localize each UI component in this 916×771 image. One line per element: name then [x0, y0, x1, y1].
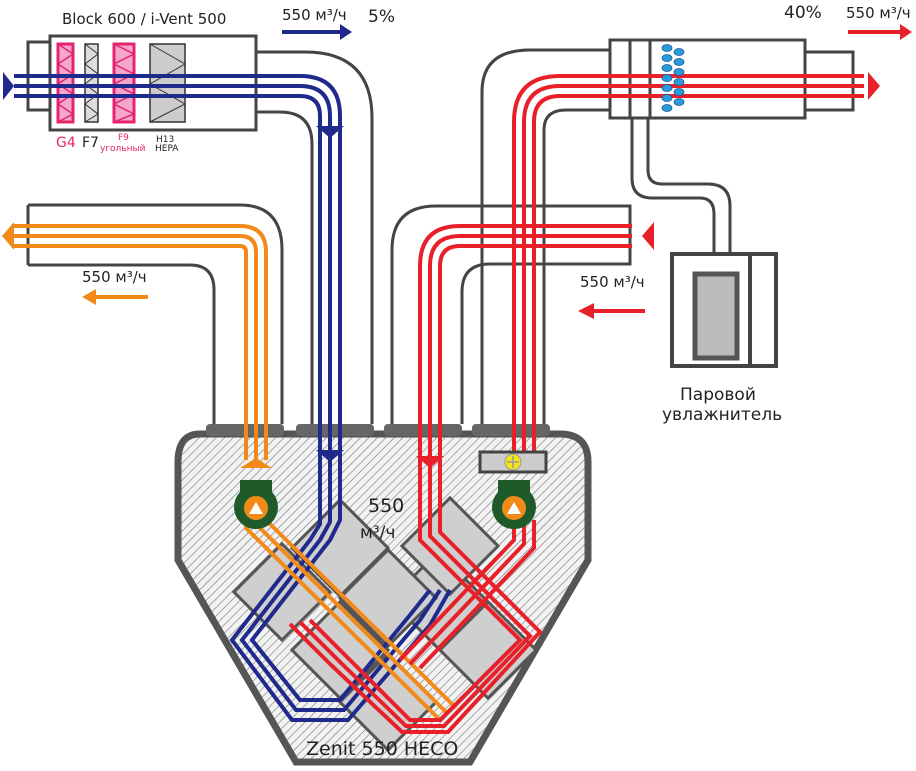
extract-flow-rate: 550 м³/ч	[580, 273, 645, 291]
outdoor-unit-arrow-icon	[316, 450, 344, 462]
supply-flow-rate: 550 м³/ч	[846, 4, 911, 22]
outdoor-humidity: 5%	[368, 7, 395, 27]
recuperator-unit	[174, 424, 592, 766]
filter-label-h13: H13	[156, 135, 174, 145]
supply-fan	[492, 480, 536, 530]
outdoor-flow-arrow-icon	[282, 24, 352, 40]
fan-direction-icon	[507, 502, 521, 514]
heater	[478, 450, 548, 474]
filter-label-f9: F9	[118, 133, 129, 143]
extract-flow-arrow-icon	[578, 303, 645, 319]
extract-inlet-arrow-icon	[642, 222, 654, 250]
outdoor-air-stream	[14, 74, 452, 722]
extract-down-arrow-icon	[416, 456, 444, 468]
exhaust-air-stream	[12, 224, 458, 722]
steam-hose	[630, 118, 732, 268]
unit-title: Block 600 / i-Vent 500	[62, 10, 226, 28]
outdoor-down-arrow-icon	[316, 126, 344, 138]
humidifier-label-2: увлажнитель	[662, 405, 782, 425]
humidifier-label-1: Паровой	[680, 385, 756, 405]
supply-air-stream	[288, 74, 864, 734]
filter-label-f7: F7	[82, 135, 99, 151]
fan-direction-icon	[249, 502, 263, 514]
exhaust-outlet-arrow-icon	[2, 222, 14, 250]
extract-duct	[390, 204, 632, 424]
duct-collars	[206, 424, 550, 436]
humidifier-section	[608, 38, 855, 120]
filter-f7	[84, 43, 99, 123]
filter-g4	[56, 42, 75, 124]
exhaust-fan	[234, 480, 279, 530]
filter-sub-f9: угольный	[100, 144, 146, 154]
supply-duct	[480, 48, 610, 424]
water-droplets-icon	[661, 44, 685, 112]
recuperator-flow-unit: м³/ч	[360, 523, 395, 543]
filter-sub-h13: HEPA	[155, 144, 179, 154]
filter-h13	[149, 43, 186, 123]
outdoor-flow-rate: 550 м³/ч	[282, 6, 347, 24]
supply-outlet-arrow-icon	[868, 72, 880, 100]
exhaust-flow-rate: 550 м³/ч	[82, 268, 147, 286]
exhaust-up-arrow-icon	[240, 458, 272, 468]
exhaust-flow-arrow-icon	[82, 289, 148, 305]
supply-humidity: 40%	[784, 3, 822, 23]
filter-label-g4: G4	[56, 135, 76, 151]
steam-humidifier	[670, 252, 778, 368]
recuperator-flow-value: 550	[368, 495, 404, 517]
recuperator-name: Zenit 550 HECO	[306, 738, 458, 760]
outdoor-inlet-arrow-icon	[3, 72, 14, 100]
filter-block-unit	[26, 34, 258, 132]
outdoor-duct	[256, 50, 374, 424]
supply-flow-arrow-icon	[848, 24, 912, 40]
filter-f9	[112, 42, 136, 124]
